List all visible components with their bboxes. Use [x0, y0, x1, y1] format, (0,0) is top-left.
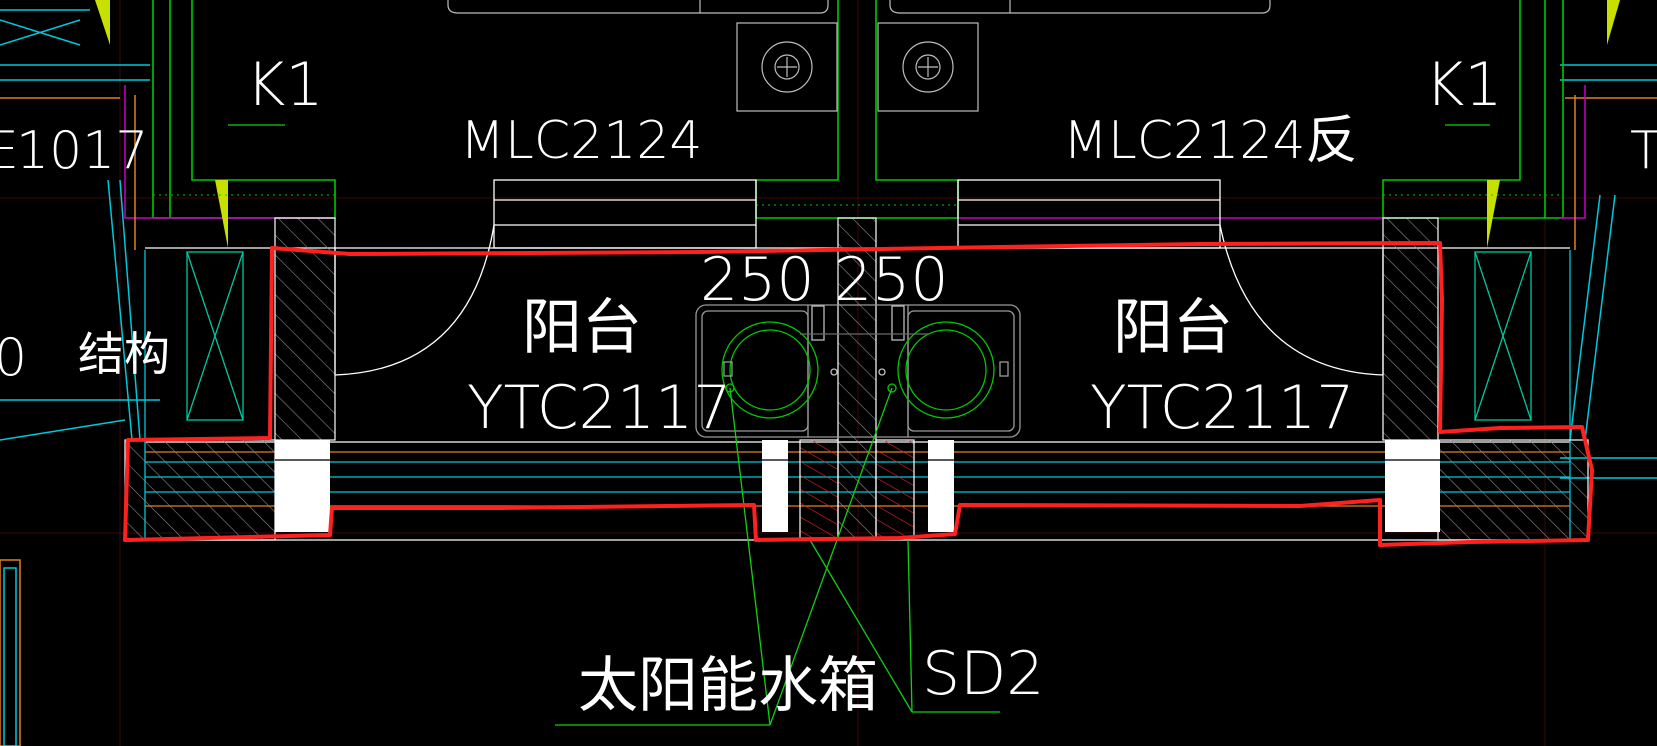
k1-label-right: K1 — [1425, 50, 1503, 120]
k1-label-left: K1 — [246, 50, 324, 120]
solar-tanks — [695, 304, 1021, 438]
dimension-left: 250 — [700, 245, 815, 315]
leader-lines — [228, 124, 1490, 726]
edge-right-glyph: T — [1630, 121, 1657, 181]
balcony-label-right: 阳台 — [1113, 293, 1233, 363]
edge-left-note: 结构 — [78, 327, 170, 381]
red-markup-outline — [123, 241, 1594, 547]
door-label-right: MLC2124反 — [1063, 111, 1357, 171]
sd2-label: SD2 — [922, 639, 1044, 709]
right-edge-lines — [1560, 64, 1657, 479]
frame-lines — [124, 85, 1586, 250]
dotted-lines — [153, 10, 1563, 206]
edge-left-code: 1017 — [16, 121, 148, 181]
crossed-boxes — [186, 251, 1532, 421]
door-label-left: MLC2124 — [460, 111, 702, 171]
balcony-code-right: YTC2117 — [1090, 373, 1354, 443]
white-blocks — [275, 440, 1440, 532]
yellow-triangles — [95, 0, 1620, 248]
top-equipment — [447, 0, 1271, 112]
dimension-right: 250 — [834, 245, 949, 315]
labels: K1 K1 MLC2124 MLC2124反 阳台 阳台 YTC2117 YTC… — [0, 50, 1657, 721]
edge-left-prefix: E — [0, 121, 19, 181]
balcony-code-left: YTC2117 — [467, 373, 731, 443]
left-edge-lines — [0, 9, 160, 746]
balcony-label-left: 阳台 — [522, 293, 642, 363]
edge-left-num: 0 — [0, 328, 27, 388]
solar-tank-label: 太阳能水箱 — [578, 651, 878, 721]
